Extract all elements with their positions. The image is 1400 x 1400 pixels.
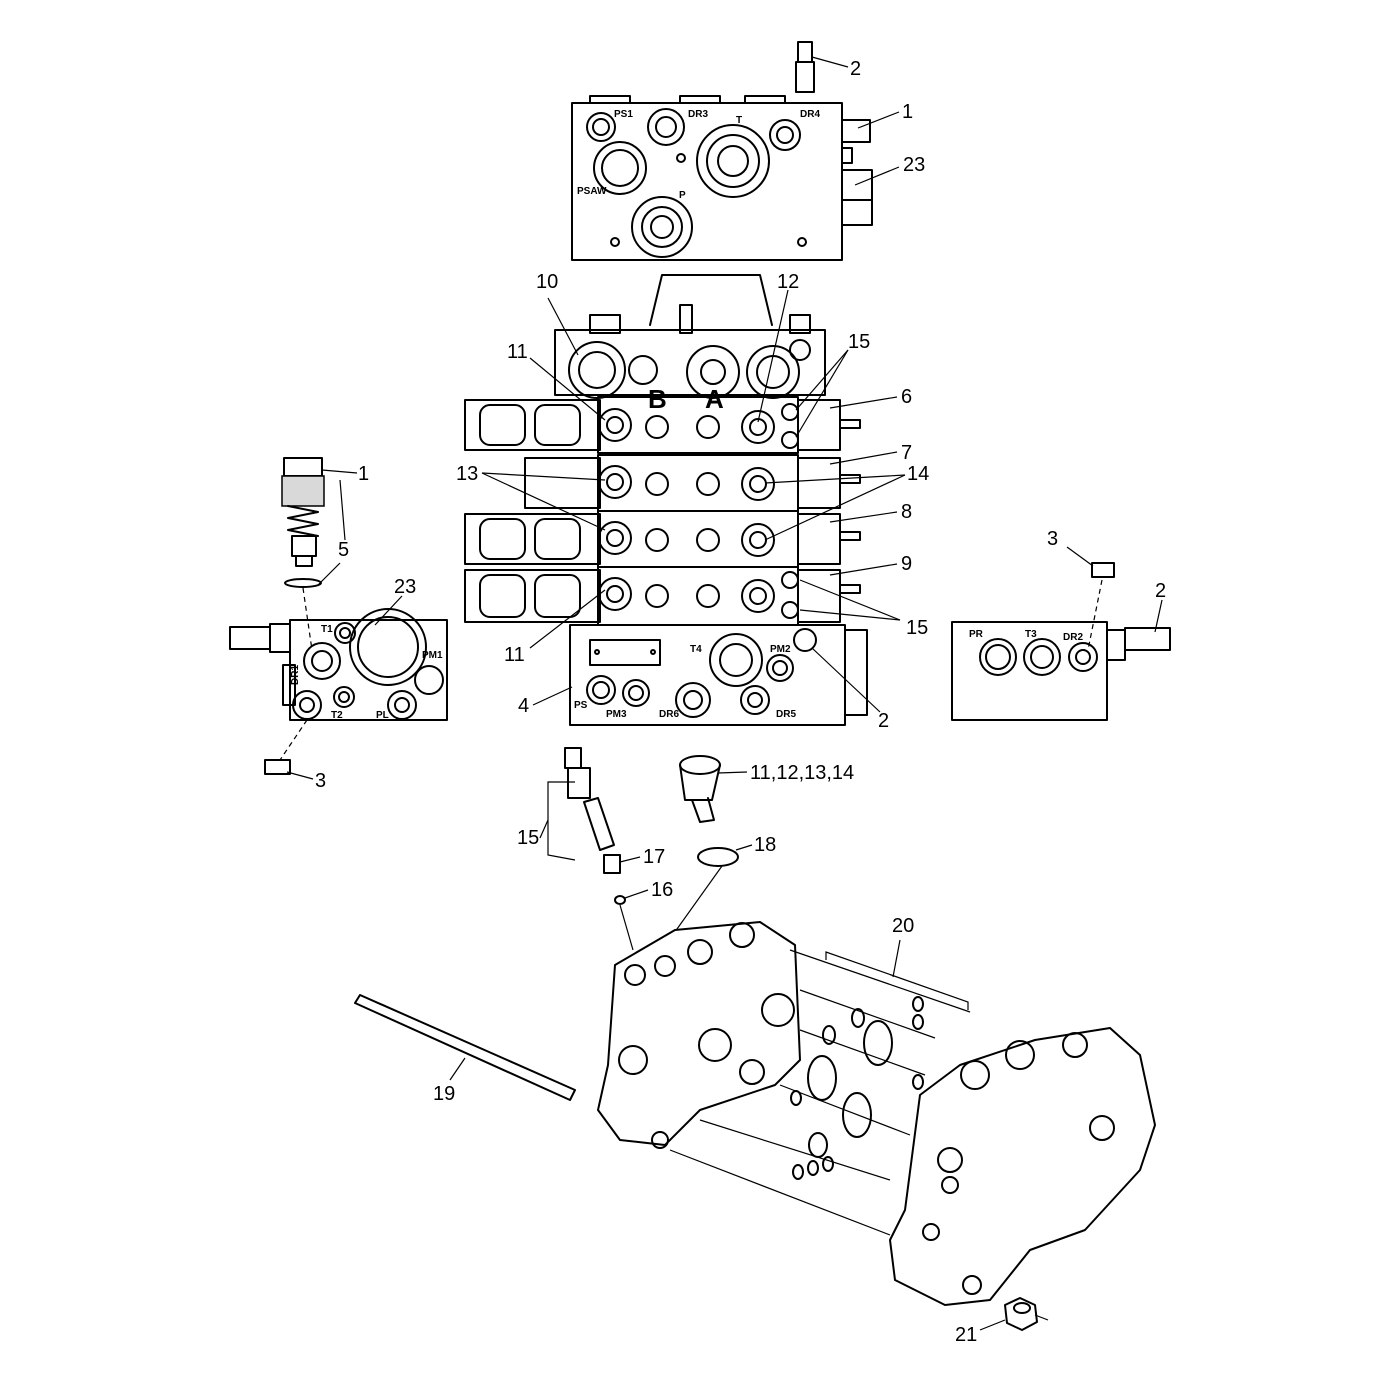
callout-15-top: 15 [848,331,870,353]
callout-3-left: 3 [315,770,326,792]
base-outlet-block: T4 PM2 PS PM3 DR6 DR5 [569,624,868,726]
port-label-t4: T4 [690,644,702,655]
callout-7: 7 [901,442,912,464]
port-label-t2: T2 [331,710,343,721]
callout-23-left: 23 [394,576,416,598]
callout-15-lower: 15 [517,827,539,849]
port-letter-b: B [648,384,667,414]
main-valve-stack: B A [464,274,861,626]
callout-11-12-13-14: 11,12,13,14 [750,762,854,784]
port-label-pl: PL [376,710,389,721]
callout-numbers: 2 1 23 10 12 11 15 6 7 13 14 8 9 15 11 4… [315,58,1166,1346]
port-label-t3: T3 [1025,629,1037,640]
port-label-dr6: DR6 [659,709,679,720]
leader-lines [286,56,1163,1331]
port-label-psaw: PSAW [577,186,607,197]
port-letter-a: A [705,384,724,414]
callout-20: 20 [892,915,914,937]
callout-1-left: 1 [358,463,369,485]
callout-15-right: 15 [906,617,928,639]
port-label-dr2: DR2 [1063,632,1083,643]
port-label-t: T [736,115,742,126]
port-label-dr5: DR5 [776,709,796,720]
callout-14: 14 [907,463,929,485]
callout-23-top: 23 [903,154,925,176]
port-label-ps: PS [574,700,588,711]
callout-10: 10 [536,271,558,293]
callout-19: 19 [433,1083,455,1105]
callout-6: 6 [901,386,912,408]
port-label-pm1: PM1 [422,650,443,661]
port-label-p: P [679,190,686,201]
callout-8: 8 [901,501,912,523]
callout-2-mid: 2 [878,710,889,732]
callout-11-bottom: 11 [504,644,525,666]
port-label-ps1: PS1 [614,109,633,120]
callout-11-top: 11 [507,341,528,363]
callout-17: 17 [643,846,665,868]
callout-9: 9 [901,553,912,575]
port-label-dr3: DR3 [688,109,708,120]
callout-12: 12 [777,271,799,293]
callout-13: 13 [456,463,478,485]
left-side-block: T1 PM1 DR1 T2 PL [229,457,448,775]
right-side-block: PR T3 DR2 [951,562,1171,721]
port-label-dr1: DR1 [290,665,301,685]
callout-4: 4 [518,695,529,717]
callout-1-top: 1 [902,101,913,123]
port-label-pr: PR [969,629,984,640]
callout-3-right: 3 [1047,528,1058,550]
callout-18: 18 [754,834,776,856]
callout-21: 21 [955,1324,977,1346]
exploded-valve-body [354,921,1156,1331]
port-label-pm2: PM2 [770,644,791,655]
port-label-t1: T1 [321,624,333,635]
port-label-pm3: PM3 [606,709,627,720]
top-inlet-block: PS1 DR3 T DR4 PSAW P [571,41,873,261]
callout-16: 16 [651,879,673,901]
callout-2-right: 2 [1155,580,1166,602]
loose-parts [547,747,739,951]
callout-2-top: 2 [850,58,861,80]
callout-5: 5 [338,539,349,561]
port-label-dr4: DR4 [800,109,820,120]
